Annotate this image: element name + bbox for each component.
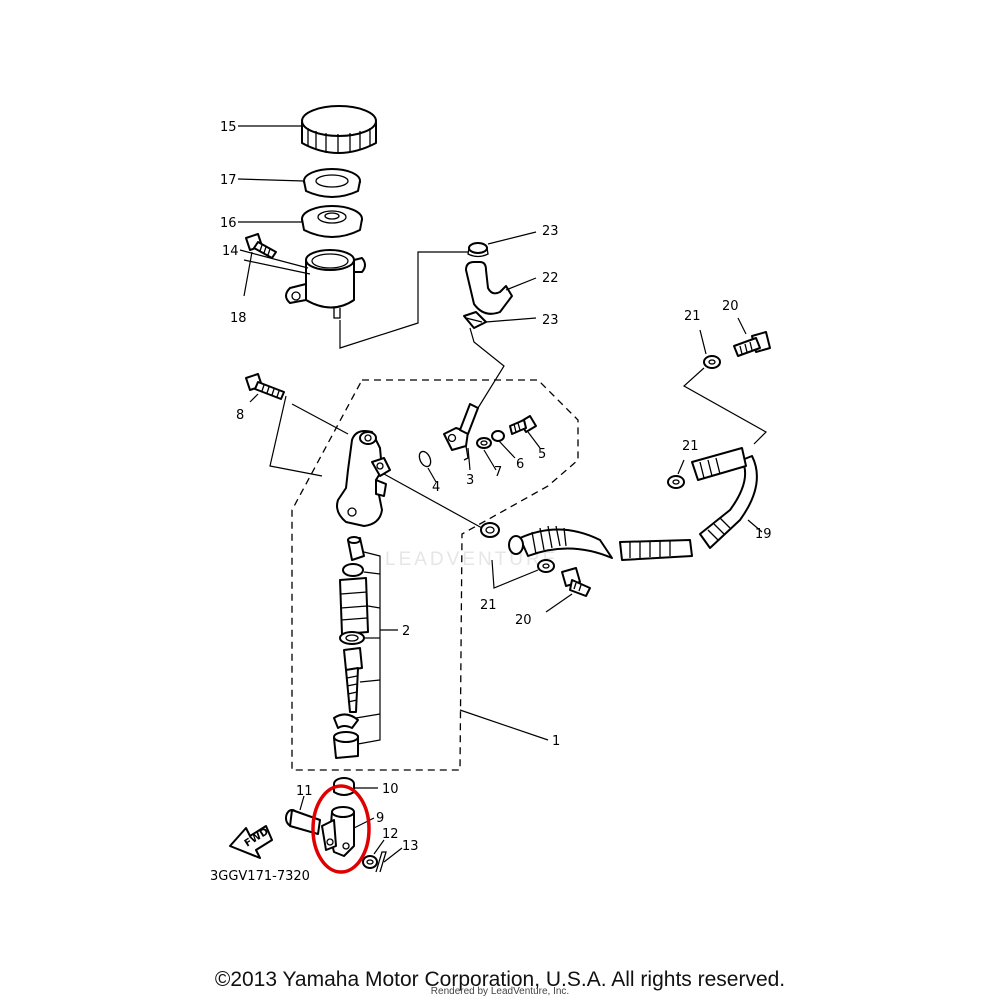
callout-19: 19: [755, 527, 772, 542]
washer-21-upper[interactable]: [703, 355, 721, 369]
copyright-notice: ©2013 Yamaha Motor Corporation, U.S.A. A…: [214, 968, 786, 991]
washer-21-hose-lower[interactable]: [537, 559, 555, 573]
washer-7[interactable]: [476, 437, 492, 449]
screw-5[interactable]: [509, 415, 537, 435]
callout-21-mid: 21: [682, 439, 699, 454]
rendered-by-notice: Rendered by LeadVenture, Inc.: [430, 986, 570, 997]
callout-14: 14: [222, 244, 239, 259]
callout-23-lower: 23: [542, 313, 559, 328]
callout-21-lower: 21: [480, 598, 497, 613]
callout-7: 7: [494, 465, 502, 480]
o-ring-4[interactable]: [417, 450, 433, 469]
callout-3: 3: [466, 473, 474, 488]
cotter-pin-13[interactable]: [375, 851, 387, 873]
clip-23-lower[interactable]: [463, 311, 487, 329]
bolt-18[interactable]: [245, 233, 277, 259]
hose-joint-3[interactable]: [443, 403, 479, 461]
fwd-arrow-icon: FWD: [229, 825, 273, 859]
reservoir-hose-22[interactable]: [465, 261, 513, 315]
clip-23-upper[interactable]: [467, 242, 489, 258]
union-bolt-20-lower[interactable]: [561, 567, 591, 597]
callout-10: 10: [382, 782, 399, 797]
clevis-9[interactable]: [321, 806, 355, 857]
reservoir-cap-15[interactable]: [301, 105, 377, 154]
diaphragm-holder-17[interactable]: [303, 168, 361, 198]
callout-13: 13: [402, 839, 419, 854]
callout-4: 4: [432, 480, 440, 495]
callout-11: 11: [296, 784, 313, 799]
callout-2: 2: [402, 624, 410, 639]
callout-17: 17: [220, 173, 237, 188]
callout-18: 18: [230, 311, 247, 326]
callout-12: 12: [382, 827, 399, 842]
diaphragm-16[interactable]: [301, 205, 363, 238]
watermark-text: LEADVENTURE: [385, 549, 558, 570]
bolt-8[interactable]: [245, 373, 285, 400]
piston-kit-2[interactable]: [333, 536, 369, 759]
washer-6[interactable]: [491, 430, 505, 442]
callout-21-upper: 21: [684, 309, 701, 324]
callout-20-upper: 20: [722, 299, 739, 314]
callout-16: 16: [220, 216, 237, 231]
washer-12[interactable]: [362, 855, 378, 869]
master-cylinder-body[interactable]: [336, 430, 391, 527]
callout-23-upper: 23: [542, 224, 559, 239]
reservoir-tank-14[interactable]: [285, 249, 366, 319]
part-code: 3GGV171-7320: [210, 869, 310, 884]
washer-21-hose-mid[interactable]: [667, 475, 685, 489]
callout-1: 1: [552, 734, 560, 749]
callout-20-lower: 20: [515, 613, 532, 628]
callout-6: 6: [516, 457, 524, 472]
washer-21-cylinder[interactable]: [480, 522, 500, 538]
callout-9: 9: [376, 811, 384, 826]
callout-5: 5: [538, 447, 546, 462]
callout-22: 22: [542, 271, 559, 286]
union-bolt-20-upper[interactable]: [733, 331, 771, 357]
highlight-circle: [311, 784, 371, 874]
callout-8: 8: [236, 408, 244, 423]
brake-hose-19[interactable]: [508, 447, 758, 561]
callout-15: 15: [220, 120, 237, 135]
